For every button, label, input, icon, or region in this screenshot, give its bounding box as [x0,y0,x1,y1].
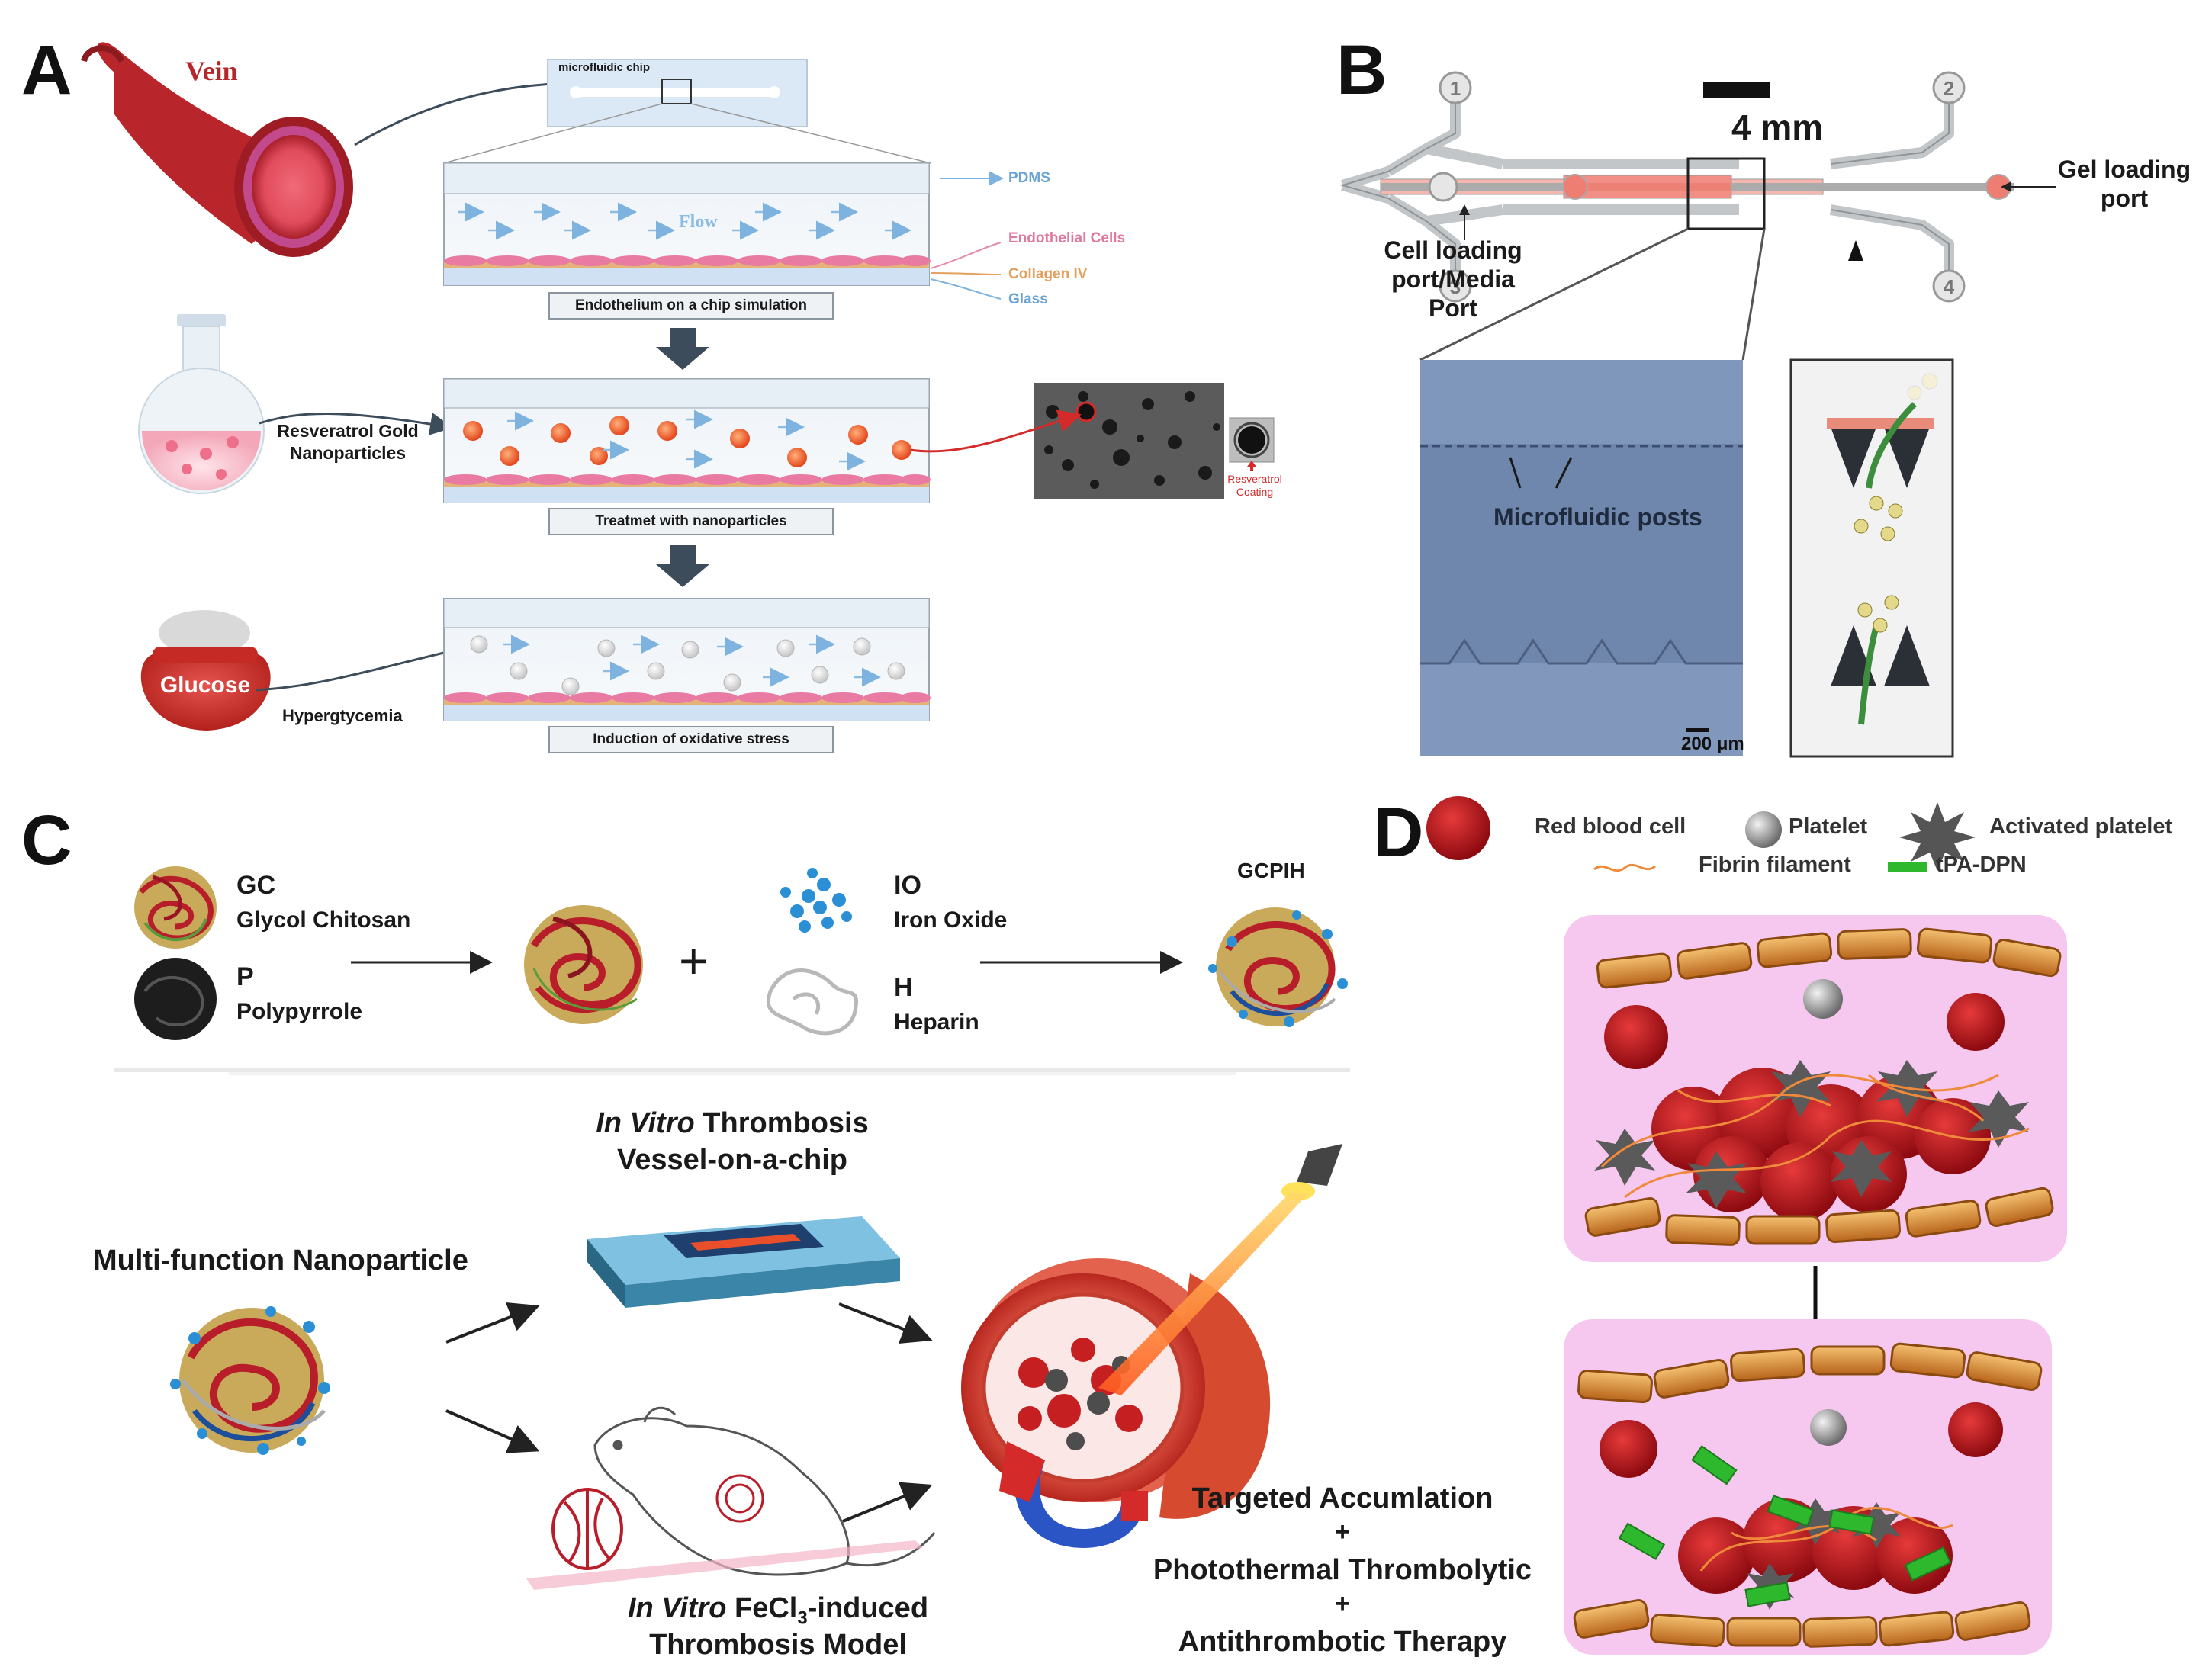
invitro-model-end: -induced [807,1592,929,1624]
invitro-chip-rest: Thrombosis [694,1107,869,1139]
clot-panel-after [1564,1319,2052,1655]
layer-collagen: Collagen IV [1008,266,1088,282]
cell-port-line2: port/Media [1391,265,1515,293]
vessel-cross-section [961,1258,1271,1519]
multi-np-label: Multi-function Nanoparticle [93,1244,468,1277]
posts-schematic [1789,358,1954,758]
legend-fibrin: Fibrin filament [1699,853,1851,877]
panel-c-graphics [114,866,1350,1590]
heparin-shape [766,968,859,1036]
gc-ball [134,866,217,949]
posts-label: Microfluidic posts [1493,503,1702,531]
flow-label: Flow [679,212,718,232]
p-name: Polypyrrole [236,999,363,1024]
gc-abbr: GC [236,871,275,900]
io-dots [780,868,852,933]
resveratrol-label-line2: Nanoparticles [289,443,407,463]
panel-label-d: D [1373,794,1424,872]
cell-port-line3: Port [1429,294,1477,322]
hyperglycemia-label: Hypergtycemia [282,706,403,725]
h-name: Heparin [894,1010,979,1035]
gel-port-line1: Gel loading [2057,156,2191,183]
port-3: 3 [1449,275,1461,298]
plus-sign: + [679,933,709,989]
io-name: Iron Oxide [894,907,1008,933]
panel-a-graphics [81,42,1275,753]
magnet [999,1441,1148,1548]
vein-illustration [81,42,353,257]
panel-b-graphics [1339,71,2056,758]
gcp-ball [524,905,643,1024]
invitro-model-line2: Thrombosis Model [649,1629,907,1661]
therapy-line3: Antithrombotic Therapy [1178,1626,1507,1658]
scale-label: 4 mm [1731,108,1824,147]
therapy-plus2: + [1335,1589,1350,1618]
clot-panel-before [1564,915,2067,1262]
layer-pdms: PDMS [1008,170,1050,186]
therapy-line1: Targeted Accumlation [1191,1482,1493,1514]
invitro-model-sub: 3 [797,1607,808,1629]
panel-label-b: B [1336,31,1387,109]
tem-image [1034,383,1275,499]
coating-label-line2: Coating [1236,486,1274,498]
gcpih-label: GCPIH [1237,859,1305,882]
coating-label-line1: Resveratrol [1227,473,1282,485]
micro-scale-label: 200 μm [1681,734,1744,754]
gc-name: Glycol Chitosan [236,907,411,933]
vein-label: Vein [185,56,238,86]
glucose-jar [140,610,271,731]
legend-tpa: tPA-DPN [1936,853,2027,877]
gel-port-line2: port [2100,185,2149,212]
panel-d-graphics [1426,796,2067,1655]
invitro-chip-italic: In Vitro [596,1107,695,1139]
micrograph [1420,360,1743,756]
legend-platelet: Platelet [1789,814,1868,839]
io-abbr: IO [894,871,921,900]
step1-label: Endothelium on a chip simulation [574,297,807,313]
step2-label: Treatmet with nanoparticles [595,513,787,529]
layer-glass: Glass [1008,291,1048,307]
invitro-model-italic: In Vitro [627,1592,727,1624]
step3-label: Induction of oxidative stress [593,731,789,747]
layer-endothelial: Endothelial Cells [1008,230,1126,246]
cell-port-line1: Cell loading [1384,236,1522,264]
port-1: 1 [1449,77,1461,100]
multi-np [170,1306,330,1455]
legend-activated: Activated platelet [1989,814,2173,839]
p-abbr: P [236,962,254,991]
resveratrol-label-line1: Resveratrol Gold [277,421,419,441]
port-2: 2 [1943,77,1955,100]
panel-label-c: C [21,801,72,879]
invitro-chip-line1: In Vitro Thrombosis [534,1107,931,1140]
h-abbr: H [894,973,913,1002]
chip-section-1 [443,162,931,286]
invitro-model-rest: FeCl [726,1592,798,1624]
invitro-chip-line2: Vessel-on-a-chip [617,1144,847,1176]
therapy-plus1: + [1335,1517,1350,1546]
chip-section-2 [443,378,931,503]
glucose-label: Glucose [159,673,251,698]
invitro-model-line1: In Vitro FeCl3-induced [580,1592,976,1630]
chip-label: microfluidic chip [558,61,651,74]
p-ball [134,958,217,1040]
flask-illustration [138,314,265,494]
port-4: 4 [1943,275,1955,298]
gcpih-ball [1208,907,1348,1027]
mouse-model [593,1406,936,1576]
panel-label-a: A [21,31,72,109]
vessel-sketch [551,1488,623,1570]
therapy-line2: Photothermal Thrombolytic [1153,1554,1532,1586]
chip-section-3 [443,598,931,721]
vessel-chip [587,1216,900,1308]
legend-rbc: Red blood cell [1535,814,1686,839]
